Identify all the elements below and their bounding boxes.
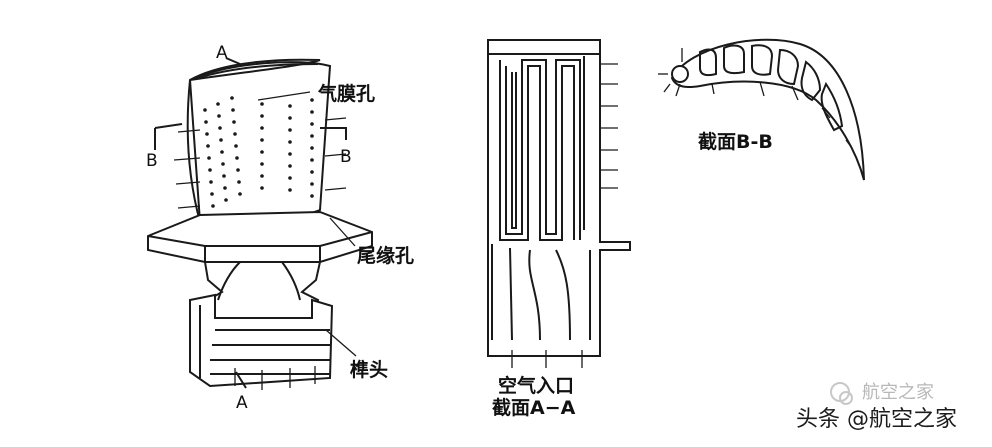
watermark-faint: 航空之家 (830, 382, 934, 405)
section-aa-figure (487, 39, 631, 368)
watermark-main-text: 头条 @航空之家 (796, 407, 957, 432)
section-b-left-label: B (146, 151, 158, 171)
circle-chat-icon (830, 382, 853, 405)
film-hole-rows (203, 96, 314, 208)
section-bb-label: 截面B-B (698, 130, 773, 153)
section-aa-label: 截面A−A (492, 396, 576, 419)
coolant-outflow-arrows (173, 117, 347, 390)
film-holes-label: 气膜孔 (317, 82, 375, 105)
trailing-edge-holes-label: 尾缘孔 (357, 245, 414, 267)
section-bb-outflow-arrows (658, 48, 853, 149)
watermark-faint-text: 航空之家 (862, 382, 934, 403)
section-a-bottom-label: A (236, 393, 248, 413)
section-aa-flow-arrows (511, 63, 618, 368)
turbine-blade-figure (147, 57, 373, 390)
section-b-right-label: B (340, 147, 352, 167)
section-bb-figure (658, 38, 865, 181)
tenon-label: 榫头 (350, 358, 388, 381)
section-a-top-label: A (216, 43, 228, 63)
air-inlet-label: 空气入口 (498, 374, 574, 397)
